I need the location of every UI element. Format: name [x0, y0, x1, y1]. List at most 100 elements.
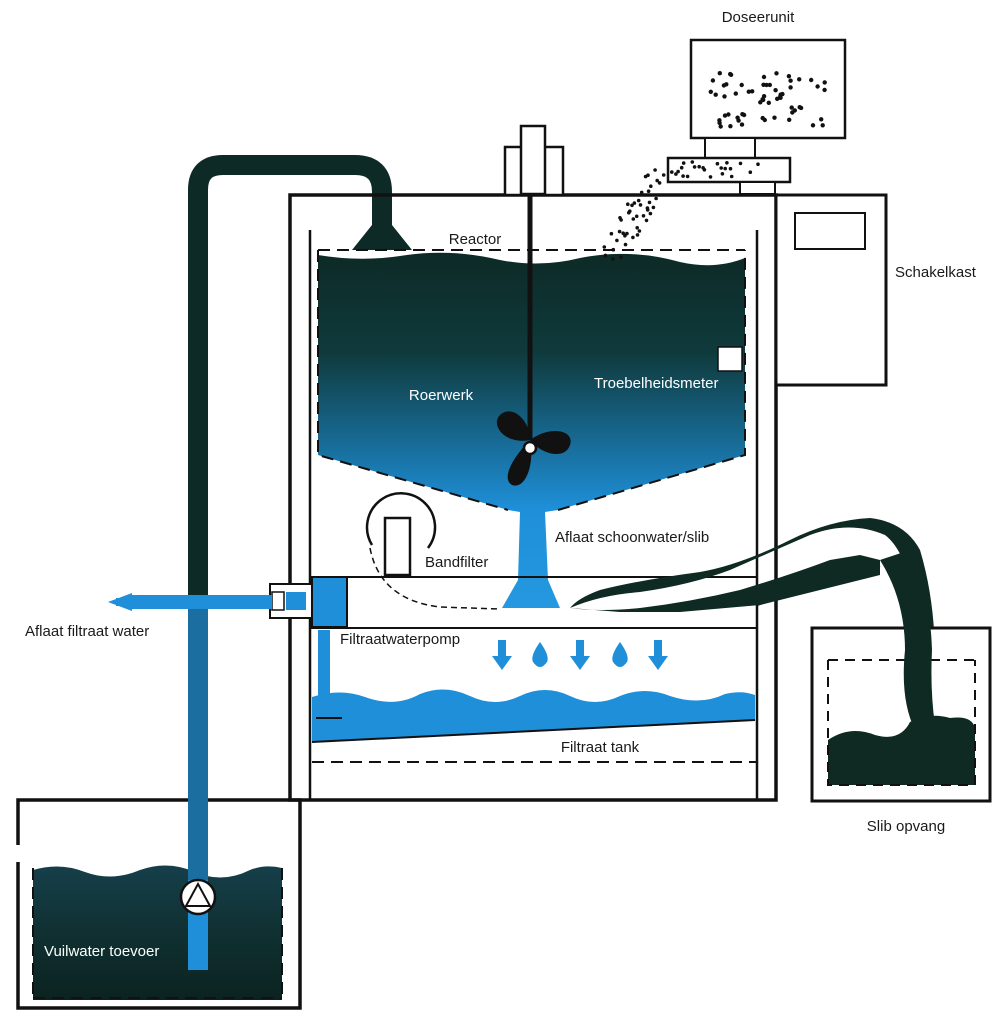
- dosing-unit: [602, 38, 847, 261]
- turbidity-sensor: [717, 346, 743, 372]
- label-doseerunit: Doseerunit: [722, 9, 795, 26]
- granule-dot: [787, 117, 792, 123]
- granule-dot: [810, 123, 816, 128]
- granule-dot: [654, 196, 658, 201]
- granule-dot: [728, 124, 733, 129]
- granule-dot: [609, 231, 614, 236]
- granule-dot: [735, 115, 740, 120]
- granule-dot: [748, 170, 753, 174]
- granule-dot: [621, 231, 625, 235]
- granule-dot: [681, 161, 686, 165]
- granule-dot: [720, 172, 725, 176]
- granule-dot: [718, 124, 723, 129]
- sump-tank: [16, 798, 302, 1010]
- granule-dot: [636, 198, 641, 203]
- granule-dot: [617, 229, 622, 234]
- granule-dot: [809, 77, 814, 83]
- granule-dot: [792, 108, 797, 113]
- granule-dot: [774, 71, 779, 76]
- granule-dot: [775, 96, 780, 102]
- granule-dot: [797, 105, 802, 110]
- granule-dot: [708, 175, 713, 179]
- granule-dot: [649, 184, 653, 188]
- granule-dot: [767, 82, 772, 88]
- granule-dot: [646, 189, 651, 193]
- granule-dot: [657, 181, 662, 185]
- granule-dot: [723, 166, 727, 171]
- label-reactor: Reactor: [449, 231, 502, 248]
- granule-dot: [726, 112, 731, 117]
- granule-dot: [729, 174, 734, 179]
- label-troebelheidsmeter: Troebelheidsmeter: [594, 375, 719, 392]
- granule-dot: [635, 233, 640, 237]
- granule-dot: [797, 77, 802, 82]
- granule-dot: [655, 178, 659, 183]
- granule-dot: [722, 94, 727, 99]
- filtrate-flow-icons: [492, 640, 668, 670]
- granule-dot: [750, 89, 755, 94]
- label-vuilwater-toevoer: Vuilwater toevoer: [44, 943, 159, 960]
- granule-dot: [651, 205, 656, 210]
- granule-dot: [681, 174, 685, 178]
- granule-dot: [788, 78, 793, 83]
- label-schakelkast: Schakelkast: [895, 264, 977, 281]
- filtrate-pump: [108, 576, 348, 719]
- granule-dot: [632, 201, 637, 205]
- filtrate-tank: [311, 689, 757, 763]
- granule-dot: [661, 173, 666, 177]
- granule-dot: [772, 115, 777, 120]
- label-aflaat-filtraat-water: Aflaat filtraat water: [25, 623, 149, 640]
- granule-dot: [611, 247, 616, 252]
- granule-dot: [713, 92, 718, 97]
- granule-dot: [641, 214, 646, 218]
- granule-dot: [611, 257, 615, 261]
- granule-dot: [615, 238, 619, 243]
- granule-dot: [619, 218, 623, 222]
- granule-dot: [701, 166, 705, 170]
- granule-dot: [648, 211, 653, 216]
- granule-dot: [724, 82, 729, 87]
- granule-dot: [603, 253, 608, 258]
- granule-dot: [789, 105, 794, 110]
- granule-dot: [762, 117, 767, 123]
- granule-dot: [602, 245, 607, 249]
- granule-dot: [717, 71, 722, 76]
- granule-dot: [822, 87, 827, 93]
- granule-dot: [764, 82, 769, 88]
- belt-filter: [310, 492, 881, 629]
- label-bandfilter: Bandfilter: [425, 554, 488, 571]
- granule-dot: [653, 168, 657, 172]
- dosing-granules: [602, 71, 827, 261]
- granule-dot: [715, 161, 720, 166]
- mixer-propeller-icon: [496, 195, 571, 486]
- granule-dot: [692, 165, 697, 169]
- granule-dot: [628, 209, 632, 213]
- granule-dot: [728, 71, 733, 77]
- label-slib-opvang: Slib opvang: [867, 818, 945, 835]
- label-roerwerk: Roerwerk: [409, 387, 474, 404]
- sludge-tank: [810, 550, 992, 803]
- granule-dot: [619, 255, 623, 260]
- granule-dot: [758, 100, 763, 105]
- granule-dot: [820, 123, 825, 128]
- granule-dot: [623, 242, 628, 247]
- granule-dot: [746, 89, 751, 94]
- granule-dot: [674, 172, 678, 176]
- granule-dot: [676, 169, 680, 174]
- granule-dot: [639, 190, 644, 195]
- granule-dot: [815, 84, 820, 89]
- granule-dot: [822, 80, 827, 85]
- granule-dot: [719, 166, 723, 170]
- granule-dot: [738, 161, 743, 166]
- granule-dot: [740, 112, 745, 117]
- granule-dot: [630, 203, 634, 208]
- granule-dot: [645, 208, 650, 212]
- granule-dot: [725, 161, 729, 165]
- granule-dot: [679, 165, 684, 170]
- granule-dot: [647, 200, 652, 205]
- granule-dot: [644, 218, 649, 223]
- granule-dot: [773, 88, 778, 93]
- granule-dot: [635, 226, 639, 230]
- granule-dot: [778, 95, 783, 101]
